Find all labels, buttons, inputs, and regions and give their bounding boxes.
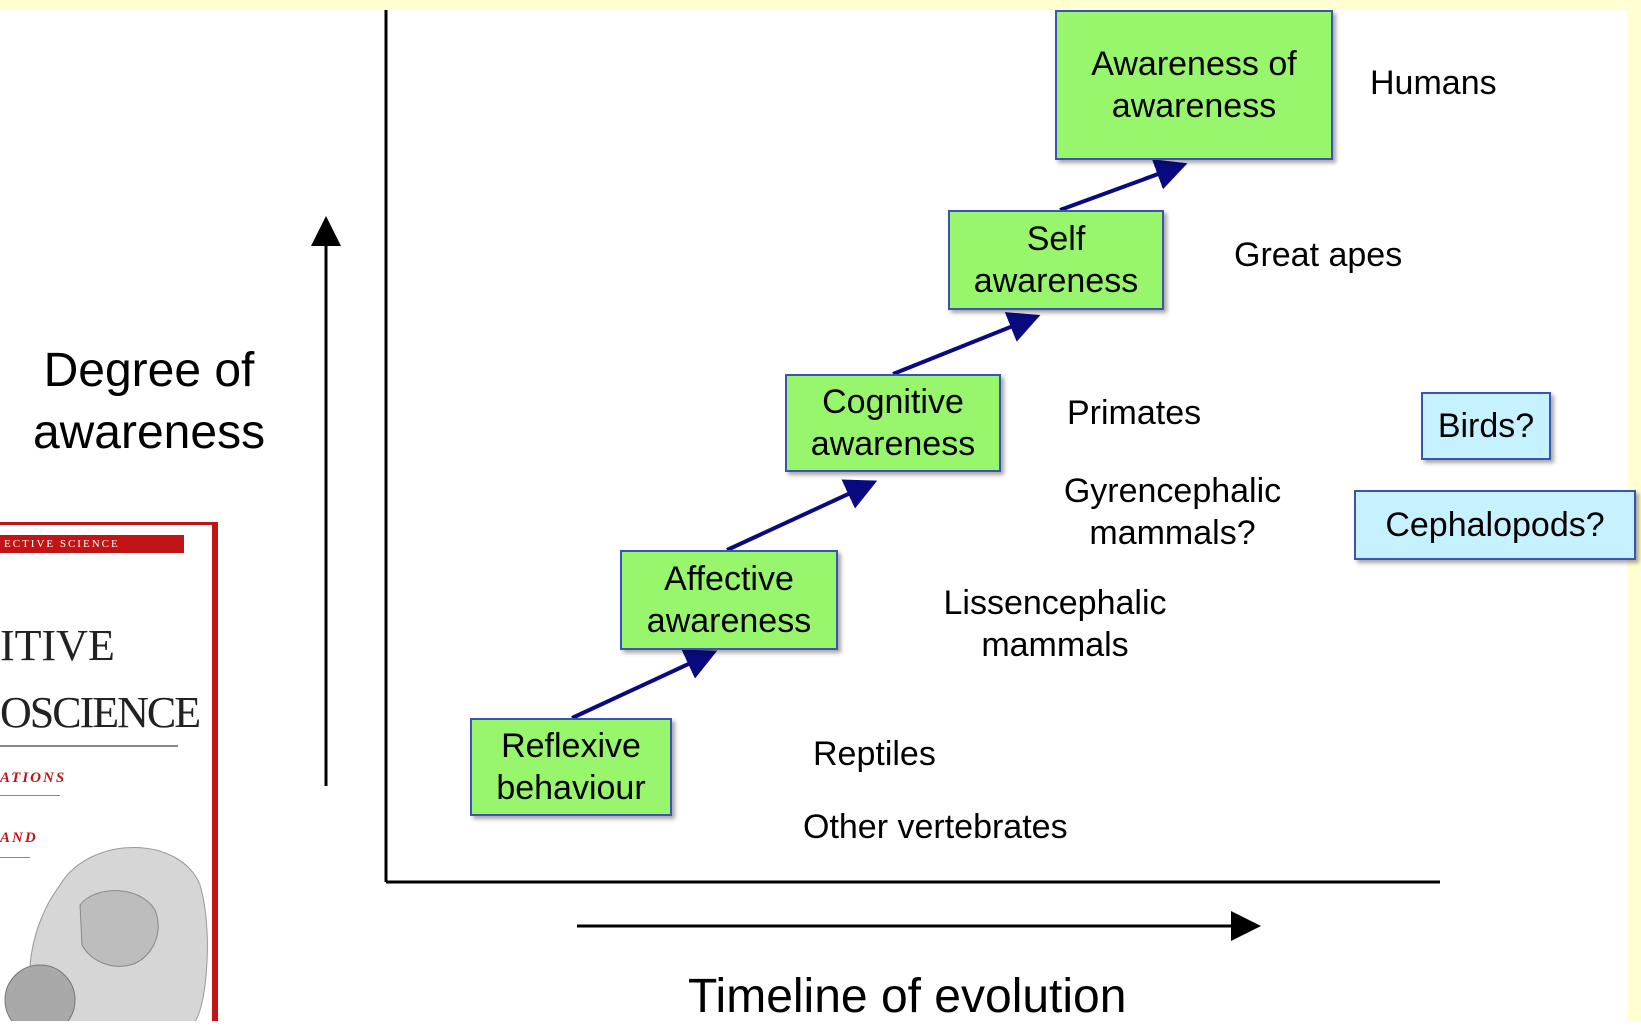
book-cover-rule xyxy=(0,795,60,796)
stage-self-awareness: Self awareness xyxy=(948,210,1164,310)
group-great-apes: Great apes xyxy=(1234,236,1403,274)
group-label-line: mammals? xyxy=(1089,514,1256,552)
x-axis-label: Timeline of evolution xyxy=(688,970,1127,1023)
stage-reflexive-behaviour: Reflexive behaviour xyxy=(470,718,672,816)
stage-label-line: behaviour xyxy=(496,769,646,807)
group-label-line: mammals xyxy=(981,626,1129,664)
group-lissencephalic-mammals: Lissencephalic mammals xyxy=(930,582,1180,666)
stage-arrow-2 xyxy=(726,479,878,552)
stage-label-line: Reflexive xyxy=(501,727,641,765)
stage-awareness-of-awareness: Awareness of awareness xyxy=(1055,10,1333,160)
y-axis-label: Degree of awareness xyxy=(14,340,284,464)
stage-affective-awareness: Affective awareness xyxy=(620,550,838,650)
book-cover-author-word: AND xyxy=(0,830,38,846)
stage-label-line: Affective xyxy=(664,560,794,598)
group-label-line: Lissencephalic xyxy=(943,584,1167,622)
book-cover-band: ECTIVE SCIENCE xyxy=(0,535,184,553)
stage-label-line: awareness xyxy=(973,262,1139,300)
group-humans: Humans xyxy=(1370,64,1497,102)
group-gyrencephalic-mammals: Gyrencephalic mammals? xyxy=(1050,470,1295,554)
uncertain-label: Cephalopods? xyxy=(1385,506,1605,544)
group-other-vertebrates: Other vertebrates xyxy=(803,808,1068,846)
book-cover-subtitle-word: ATIONS xyxy=(0,770,67,786)
stage-cognitive-awareness: Cognitive awareness xyxy=(785,374,1001,472)
uncertain-cephalopods: Cephalopods? xyxy=(1354,490,1636,560)
stage-arrow-1 xyxy=(571,649,718,720)
book-cover-title-word-2: OSCIENCE xyxy=(0,688,201,737)
stage-arrow-3 xyxy=(892,312,1041,376)
y-axis-label-line-1: Degree of xyxy=(43,344,255,397)
stage-label-line: Self xyxy=(1026,220,1086,258)
y-axis-label-line-2: awareness xyxy=(32,406,266,459)
uncertain-birds: Birds? xyxy=(1421,392,1551,460)
book-cover-image: ECTIVE SCIENCE ITIVE OSCIENCE ATIONS AND xyxy=(0,522,218,1021)
group-reptiles: Reptiles xyxy=(813,735,936,773)
gorilla-illustration xyxy=(4,847,208,1021)
book-cover-rule xyxy=(0,745,178,747)
stage-arrow-4 xyxy=(1059,159,1188,212)
group-primates: Primates xyxy=(1067,394,1202,432)
stage-label-line: Awareness of xyxy=(1091,45,1297,83)
stage-label-line: awareness xyxy=(1111,87,1277,125)
book-cover-title-word-1: ITIVE xyxy=(0,621,115,670)
stage-label-line: awareness xyxy=(810,425,976,463)
stage-label-line: awareness xyxy=(646,602,812,640)
group-label-line: Gyrencephalic xyxy=(1063,472,1282,510)
uncertain-label: Birds? xyxy=(1437,407,1535,445)
book-cover-rule xyxy=(0,857,30,858)
stage-label-line: Cognitive xyxy=(822,383,964,421)
